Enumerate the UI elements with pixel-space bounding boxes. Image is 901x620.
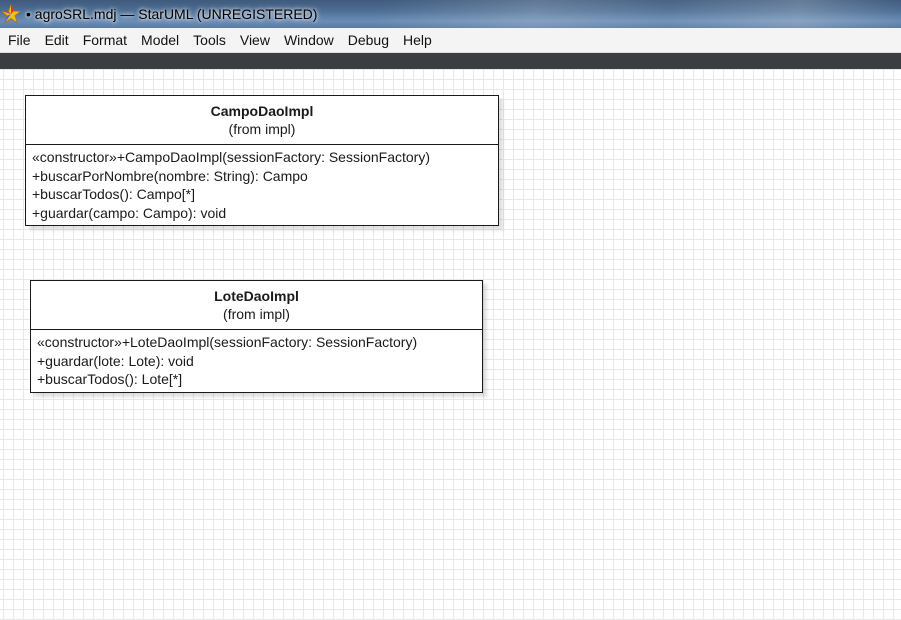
uml-operation[interactable]: +guardar(lote: Lote): void bbox=[37, 352, 194, 369]
window-title: • agroSRL.mdj — StarUML (UNREGISTERED) bbox=[26, 6, 318, 22]
uml-operations-compartment: «constructor»+CampoDaoImpl(sessionFactor… bbox=[26, 145, 498, 225]
uml-operation[interactable]: +guardar(campo: Campo): void bbox=[32, 204, 227, 221]
menu-tools[interactable]: Tools bbox=[193, 32, 226, 48]
diagram-canvas[interactable]: CampoDaoImpl (from impl) «constructor»+C… bbox=[0, 69, 901, 620]
uml-operation[interactable]: «constructor»+LoteDaoImpl(sessionFactory… bbox=[37, 334, 418, 350]
uml-class-namespace: (from impl) bbox=[223, 306, 290, 322]
menu-debug[interactable]: Debug bbox=[347, 32, 390, 48]
menu-format[interactable]: Format bbox=[82, 32, 128, 48]
uml-class-name: LoteDaoImpl bbox=[214, 288, 299, 304]
menu-window[interactable]: Window bbox=[283, 32, 334, 48]
uml-class-lotedaoimpl[interactable]: LoteDaoImpl (from impl) «constructor»+Lo… bbox=[30, 280, 483, 393]
menu-edit[interactable]: Edit bbox=[44, 32, 69, 48]
uml-operation[interactable]: «constructor»+CampoDaoImpl(sessionFactor… bbox=[32, 149, 430, 165]
staruml-star-icon[interactable] bbox=[0, 3, 22, 25]
menu-model[interactable]: Model bbox=[141, 32, 180, 48]
menu-file[interactable]: File bbox=[8, 32, 31, 48]
uml-class-header: LoteDaoImpl (from impl) bbox=[31, 281, 482, 330]
toolbar-strip bbox=[0, 53, 901, 69]
uml-operation[interactable]: +buscarTodos(): Campo[*] bbox=[32, 186, 196, 202]
uml-operation[interactable]: +buscarPorNombre(nombre: String): Campo bbox=[32, 167, 308, 184]
uml-class-campodaoimpl[interactable]: CampoDaoImpl (from impl) «constructor»+C… bbox=[25, 95, 499, 226]
uml-operation[interactable]: +buscarTodos(): Lote[*] bbox=[37, 371, 183, 387]
menu-help[interactable]: Help bbox=[403, 32, 432, 48]
menu-bar: File Edit Format Model Tools View Window… bbox=[0, 28, 901, 53]
menu-view[interactable]: View bbox=[239, 32, 270, 48]
uml-operations-compartment: «constructor»+LoteDaoImpl(sessionFactory… bbox=[31, 330, 482, 392]
title-bar[interactable]: • agroSRL.mdj — StarUML (UNREGISTERED) bbox=[0, 0, 901, 28]
uml-class-namespace: (from impl) bbox=[228, 121, 296, 137]
uml-class-header: CampoDaoImpl (from impl) bbox=[26, 96, 498, 145]
uml-class-name: CampoDaoImpl bbox=[210, 103, 314, 119]
